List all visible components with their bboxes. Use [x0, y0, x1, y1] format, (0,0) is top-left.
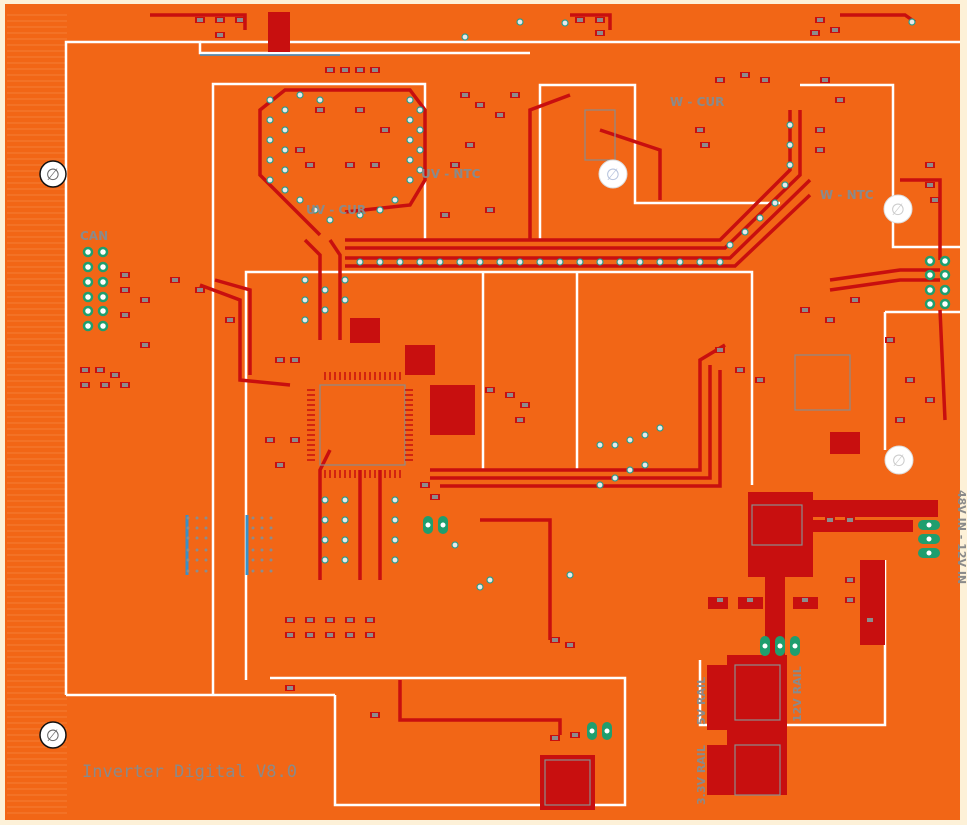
label-5v-rail: 5V RAIL	[695, 677, 708, 725]
svg-text:∅: ∅	[46, 165, 60, 184]
board-title: Inverter Digital V8.0	[82, 762, 297, 782]
thermal-via-grid	[186, 516, 273, 573]
power-input-pads[interactable]	[918, 520, 940, 558]
can-connector[interactable]	[82, 246, 109, 332]
label-w-cur: W - CUR	[670, 95, 724, 109]
mounting-hole-right-middle: ∅	[884, 445, 914, 475]
mounting-hole-left-upper: ∅	[39, 160, 67, 188]
mounting-hole-uv: ∅	[598, 159, 628, 189]
right-header-connector[interactable]	[924, 255, 951, 310]
svg-text:∅: ∅	[891, 200, 905, 219]
label-uv-ntc: UV - NTC	[421, 167, 481, 181]
label-input-voltage: 48V IN - 12V IN	[955, 490, 967, 584]
power-copper	[268, 12, 938, 810]
svg-text:∅: ∅	[892, 451, 906, 470]
label-uv-cur: UV - CUR	[306, 203, 366, 217]
test-pads[interactable]	[423, 516, 612, 740]
edge-hatch	[7, 10, 67, 815]
label-12v-rail: 12V RAIL	[791, 666, 804, 722]
board-outlines	[64, 40, 960, 807]
mounting-hole-left-lower: ∅	[39, 721, 67, 749]
svg-text:∅: ∅	[606, 165, 620, 184]
trace-buses	[150, 13, 947, 735]
label-3v3-rail: 3.3V RAIL	[695, 745, 708, 805]
rail-pads[interactable]	[760, 636, 800, 656]
ic-pins	[307, 372, 413, 478]
mounting-hole-w-ntc: ∅	[883, 194, 913, 224]
svg-text:∅: ∅	[46, 726, 60, 745]
keepout-marks	[185, 54, 340, 575]
label-w-ntc: W - NTC	[820, 188, 874, 202]
label-can: CAN	[80, 229, 108, 243]
